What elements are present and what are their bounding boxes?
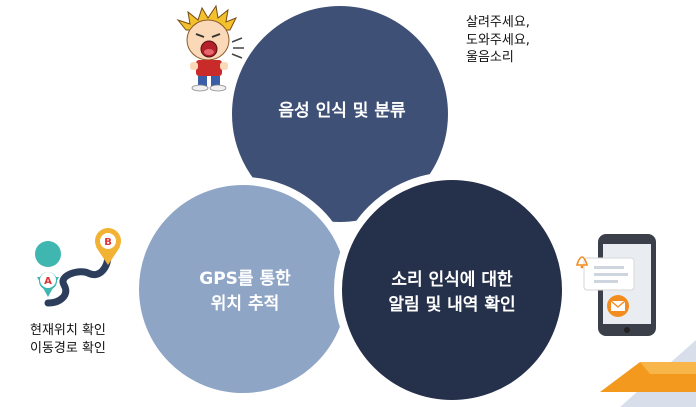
circle-right (334, 172, 570, 407)
circle-left-label: GPS를 통한 위치 추적 (199, 269, 291, 314)
circle-top (224, 0, 456, 230)
map-route-icon: A B (35, 228, 121, 307)
smartphone-notification-icon (575, 234, 656, 336)
circle-top-label: 음성 인식 및 분류 (278, 101, 406, 121)
circle-right-label: 소리 인식에 대한 알림 및 내역 확인 (388, 270, 516, 315)
location-checks-note: 현재위치 확인 이동경로 확인 (30, 323, 106, 356)
screaming-child-icon (176, 4, 244, 92)
pin-a-label: A (44, 276, 52, 287)
voice-examples-note: 살려주세요, 도와주세요, 울음소리 (466, 15, 530, 66)
pin-b-label: B (104, 237, 112, 248)
